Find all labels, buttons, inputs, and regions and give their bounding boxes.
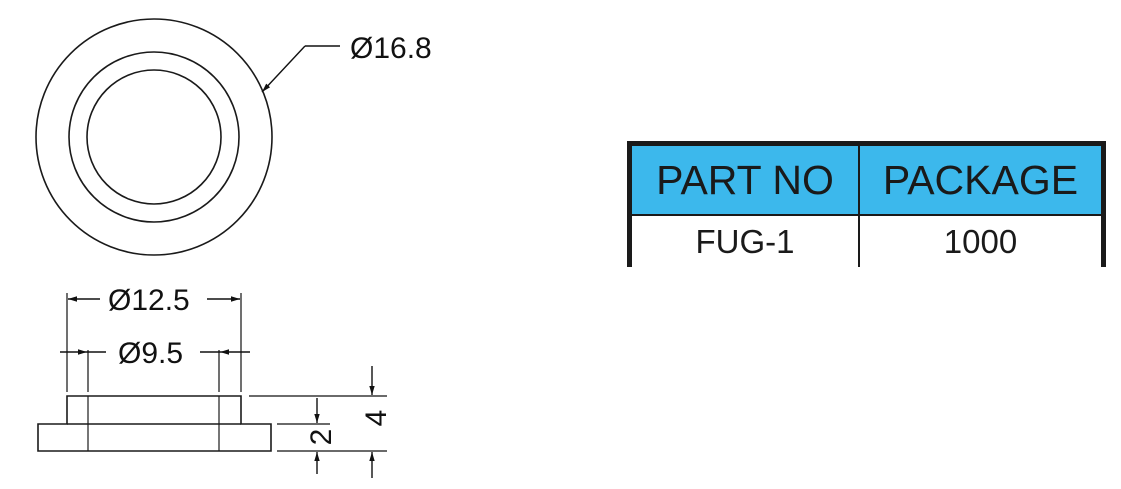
- outer-diameter-leader: [261, 45, 340, 93]
- cell-part-no: FUG-1: [632, 216, 858, 267]
- total-height-label: 4: [360, 410, 393, 427]
- top-view: [35, 18, 273, 256]
- bore-diameter-label: Ø9.5: [118, 337, 183, 370]
- outer-diameter-label: Ø16.8: [350, 32, 432, 65]
- cell-package: 1000: [860, 216, 1101, 267]
- inner-circle: [86, 69, 222, 205]
- flange-height-label: 2: [305, 429, 338, 446]
- extension-lines: [66, 293, 387, 452]
- header-package: PACKAGE: [860, 146, 1101, 214]
- header-part-no: PART NO: [632, 146, 858, 214]
- side-view: [37, 395, 272, 452]
- flange-diameter-label: Ø12.5: [108, 284, 190, 317]
- part-table: PART NO PACKAGE FUG-1 1000: [627, 141, 1106, 267]
- middle-circle: [68, 51, 240, 223]
- outer-circle: [35, 18, 273, 256]
